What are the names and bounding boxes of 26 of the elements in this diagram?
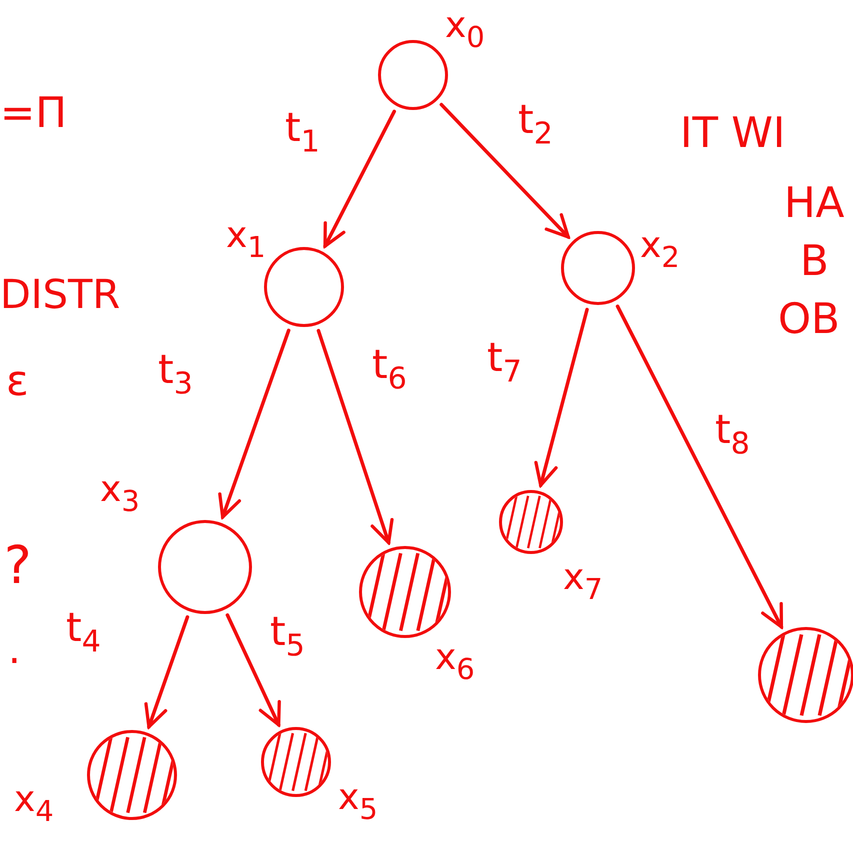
arrow bbox=[226, 613, 281, 727]
arrow bbox=[323, 110, 396, 248]
node-label: x$_{4}$ bbox=[14, 782, 54, 826]
note-text: =Π bbox=[0, 92, 67, 134]
note-text: HA bbox=[784, 182, 844, 224]
node-label: x$_{2}$ bbox=[640, 228, 680, 272]
node-label: x$_{5}$ bbox=[338, 780, 378, 824]
circle bbox=[561, 231, 635, 305]
arrow bbox=[616, 304, 784, 629]
arrow bbox=[316, 328, 394, 544]
note-text: ε bbox=[6, 360, 29, 402]
note-text: IT WI bbox=[680, 112, 786, 154]
node-label: x$_{1}$ bbox=[226, 218, 266, 262]
node-label: x$_{0}$ bbox=[445, 8, 485, 52]
note-text: DISTR bbox=[0, 275, 120, 315]
node-label: x$_{3}$ bbox=[100, 472, 140, 516]
node-label: x$_{6}$ bbox=[435, 640, 475, 684]
arrow bbox=[218, 328, 290, 519]
note-text: . bbox=[8, 630, 21, 670]
node-label: x$_{7}$ bbox=[563, 560, 603, 604]
note-text: B bbox=[800, 240, 829, 282]
arrow bbox=[144, 615, 190, 729]
arrow bbox=[440, 102, 570, 239]
note-text: OB bbox=[778, 298, 840, 340]
note-text: ? bbox=[4, 540, 32, 592]
arrow bbox=[534, 308, 589, 487]
